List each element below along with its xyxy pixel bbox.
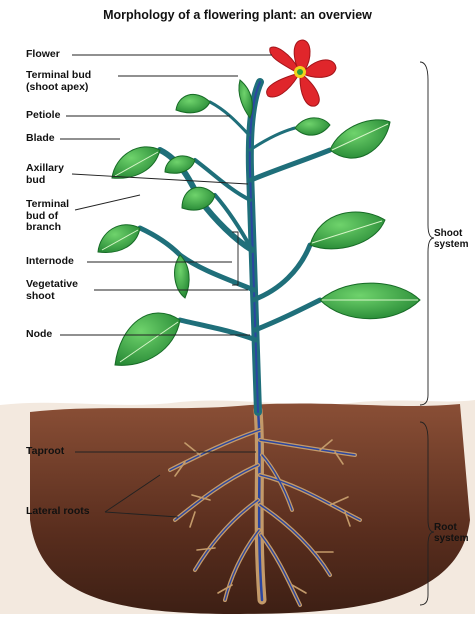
label-terminal-bud-of-branch: Terminal bud of branch <box>26 199 69 234</box>
label-root-system: Root system <box>434 522 468 544</box>
label-lateral-roots: Lateral roots <box>26 506 90 518</box>
label-axillary-bud: Axillary bud <box>26 163 64 186</box>
label-vegetative-shoot: Vegetative shoot <box>26 279 78 302</box>
label-flower: Flower <box>26 49 60 61</box>
label-blade: Blade <box>26 133 55 145</box>
label-terminal-bud: Terminal bud (shoot apex) <box>26 70 91 93</box>
diagram-title: Morphology of a flowering plant: an over… <box>0 8 475 22</box>
label-shoot-system: Shoot system <box>434 228 468 250</box>
flower-drawing <box>267 40 336 106</box>
leaf-blade <box>115 313 180 365</box>
label-taproot: Taproot <box>26 446 64 458</box>
label-node: Node <box>26 329 52 341</box>
label-internode: Internode <box>26 256 74 268</box>
label-petiole: Petiole <box>26 110 60 122</box>
